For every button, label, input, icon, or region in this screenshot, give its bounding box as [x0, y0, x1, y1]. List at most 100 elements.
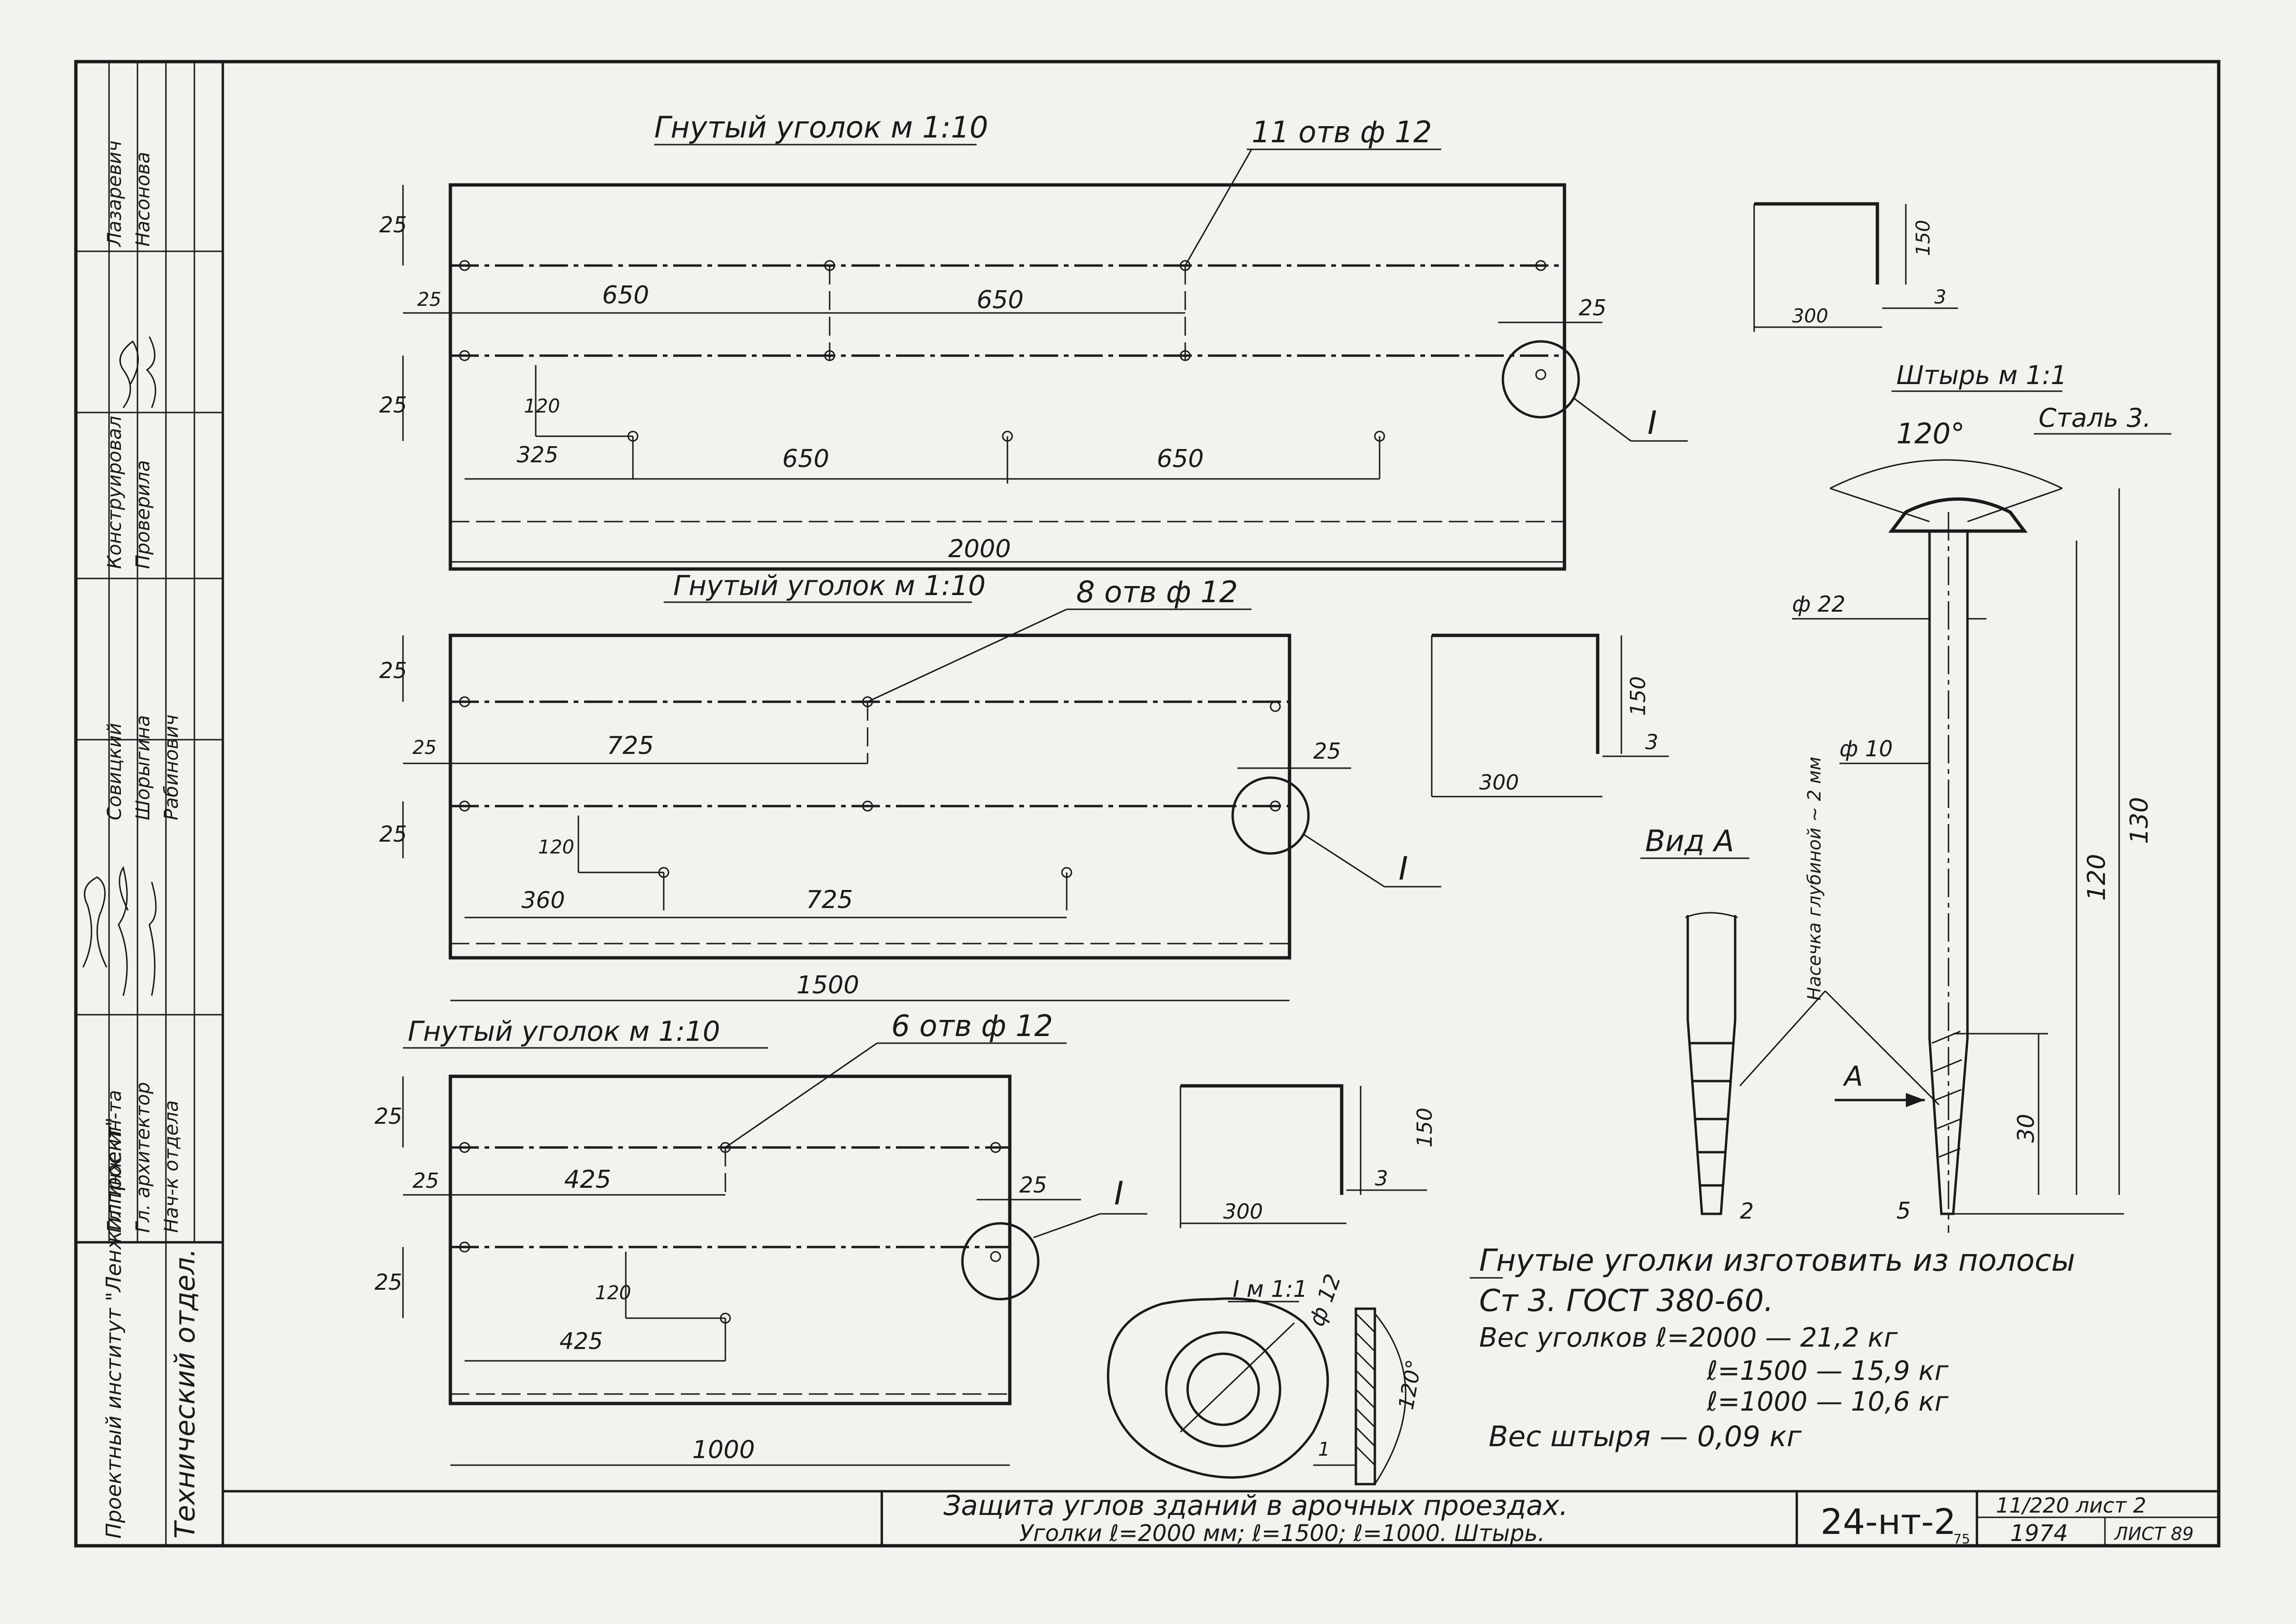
role-designed: Конструировал	[104, 416, 126, 569]
view3-detail-circle	[961, 1222, 1040, 1301]
section1-height: 150	[1912, 220, 1934, 256]
pin-length-120: 120	[2083, 854, 2111, 901]
view1-dim-650d: 650	[1157, 445, 1204, 473]
detail-hole	[1186, 1352, 1260, 1426]
signature-4	[119, 340, 139, 408]
view1-total-length: 2000	[948, 535, 1011, 563]
pin-drawing: Штырь м 1:1 Сталь 3. 120° ф 22 ф 10 120 …	[1640, 360, 2171, 1233]
section2-thickness: 3	[1645, 730, 1658, 754]
view3-dim-120: 120	[595, 1282, 631, 1304]
signature-5	[146, 336, 156, 408]
view-a-shaft	[1686, 915, 1737, 1215]
section2-height: 150	[1626, 676, 1650, 716]
view1-title: Гнутый уголок м 1:10	[654, 110, 988, 145]
detail-angle-arc	[1374, 1313, 1407, 1485]
detail-outer-ring	[1165, 1331, 1281, 1448]
note-line4: ℓ=1500 — 15,9 кг	[1706, 1356, 1948, 1386]
pin-view-mark: А	[1842, 1060, 1863, 1092]
sheet-stamp: ЛИСТ 89	[2113, 1523, 2194, 1544]
detail-plate-section	[1354, 1307, 1376, 1486]
section2-width: 300	[1479, 771, 1519, 795]
view1-detail-circle	[1501, 340, 1580, 419]
view3-detail-mark: I	[1114, 1175, 1124, 1212]
view2-dim-25-left: 25	[412, 737, 437, 759]
view1-dim-25-right: 25	[1579, 295, 1607, 321]
side-stamp: Гл. инж. ин-та Гл. архитектор Нач-к отде…	[76, 62, 223, 1546]
section3-thickness: 3	[1375, 1166, 1388, 1191]
section3-width: 300	[1223, 1200, 1263, 1224]
view2-title: Гнутый уголок м 1:10	[673, 569, 986, 602]
title-block: Защита углов зданий в арочных проездах. …	[880, 1489, 2219, 1547]
note-line6: Вес штыря — 0,09 кг	[1489, 1420, 1802, 1453]
pin-length-130: 130	[2125, 797, 2154, 844]
view3-dim-25-top: 25	[375, 1103, 402, 1129]
view1-dim-650c: 650	[782, 445, 829, 473]
section1-width: 300	[1792, 305, 1828, 327]
view2-dim-25-top: 25	[379, 658, 407, 683]
view2-dim-25-right: 25	[1313, 738, 1341, 764]
section1-thickness: 3	[1934, 286, 1946, 308]
detail-title: I м 1:1	[1233, 1276, 1308, 1303]
view3-dim-425b: 425	[559, 1328, 603, 1355]
section3-height: 150	[1413, 1108, 1437, 1147]
pin-title: Штырь м 1:1	[1896, 360, 2067, 390]
pin-angle-arc	[1829, 459, 2063, 489]
section1-profile: 300 150 3	[1753, 202, 1958, 332]
view1-dim-25-top: 25	[379, 212, 407, 238]
sheet-frame	[74, 60, 2221, 1548]
name-shorygina: Шорыгина	[132, 715, 154, 820]
view1-dim-325: 325	[517, 442, 558, 468]
pin-tip-2: 2	[1740, 1198, 1754, 1224]
name-rabinovich: Рабинович	[161, 715, 183, 820]
note-line2: Ст 3. ГОСТ 380-60.	[1479, 1284, 1774, 1319]
view3-dim-25-left: 25	[412, 1169, 439, 1193]
name-nasonova: Насонова	[132, 152, 154, 247]
name-lazarevich: Лазаревич	[104, 140, 126, 248]
sheet-number: 11/220 лист 2	[1996, 1494, 2146, 1518]
note-line5: ℓ=1000 — 10,6 кг	[1706, 1386, 1948, 1417]
section3-profile: 300 150 3	[1180, 1084, 1437, 1228]
view2-detail-mark: I	[1399, 850, 1408, 888]
view3-dim-25-lower: 25	[375, 1269, 402, 1295]
view2-dim-725b: 725	[806, 886, 853, 914]
view2-dim-25-lower: 25	[379, 821, 407, 847]
drawing-code: 24-нт-2	[1820, 1502, 1956, 1542]
pin-tip-5: 5	[1896, 1198, 1911, 1224]
view2-dim-120: 120	[538, 836, 574, 858]
view3-title: Гнутый уголок м 1:10	[408, 1015, 720, 1047]
view2-holes-label: 8 отв ф 12	[1076, 575, 1238, 609]
detail-thickness: 1	[1318, 1439, 1330, 1460]
view2-dim-360: 360	[521, 887, 565, 914]
detail-hole-label: ф 12	[1304, 1271, 1346, 1330]
role-checked: Проверила	[132, 460, 154, 569]
pin-head-angle: 120°	[1896, 417, 1965, 450]
view2-detail-circle	[1231, 776, 1310, 855]
name-sovitsky: Совицкий	[104, 723, 126, 820]
section2-profile: 300 150 3	[1431, 633, 1669, 798]
view3-total-length: 1000	[692, 1436, 755, 1464]
notes: Гнутые уголки изготовить из полосы Ст 3.…	[1470, 1243, 2075, 1453]
view2-angle-1500: Гнутый уголок м 1:10 8 отв ф 12 25 25 25…	[379, 569, 1441, 1001]
detail-angle: 120°	[1394, 1358, 1427, 1412]
pin-head	[1888, 497, 2028, 533]
signature-2	[118, 866, 129, 996]
signature-1	[82, 876, 108, 968]
role-chief-engineer: Гл. инж. ин-та	[104, 1090, 126, 1233]
pin-shaft	[1928, 531, 1969, 1215]
title-line1: Защита углов зданий в арочных проездах.	[943, 1489, 1568, 1522]
view1-dim-120: 120	[524, 395, 560, 417]
view1-detail-mark: I	[1647, 404, 1657, 442]
drawing-code-sub: 75	[1953, 1531, 1970, 1547]
note-line1: Гнутые уголки изготовить из полосы	[1479, 1243, 2075, 1278]
detail-washer-outline	[1107, 1297, 1329, 1479]
view3-dim-425a: 425	[564, 1165, 611, 1194]
view1-dim-25-lower: 25	[379, 392, 407, 418]
view1-dim-650b: 650	[977, 286, 1024, 314]
view1-dim-650a: 650	[602, 281, 649, 310]
pin-material: Сталь 3.	[2039, 403, 2151, 433]
view3-dim-25-right: 25	[1019, 1172, 1047, 1198]
view2-dim-725a: 725	[607, 732, 654, 760]
note-line3: Вес уголков ℓ=2000 — 21,2 кг	[1479, 1322, 1898, 1353]
title-line2: Уголки ℓ=2000 мм; ℓ=1500; ℓ=1000. Штырь.	[1019, 1520, 1545, 1547]
